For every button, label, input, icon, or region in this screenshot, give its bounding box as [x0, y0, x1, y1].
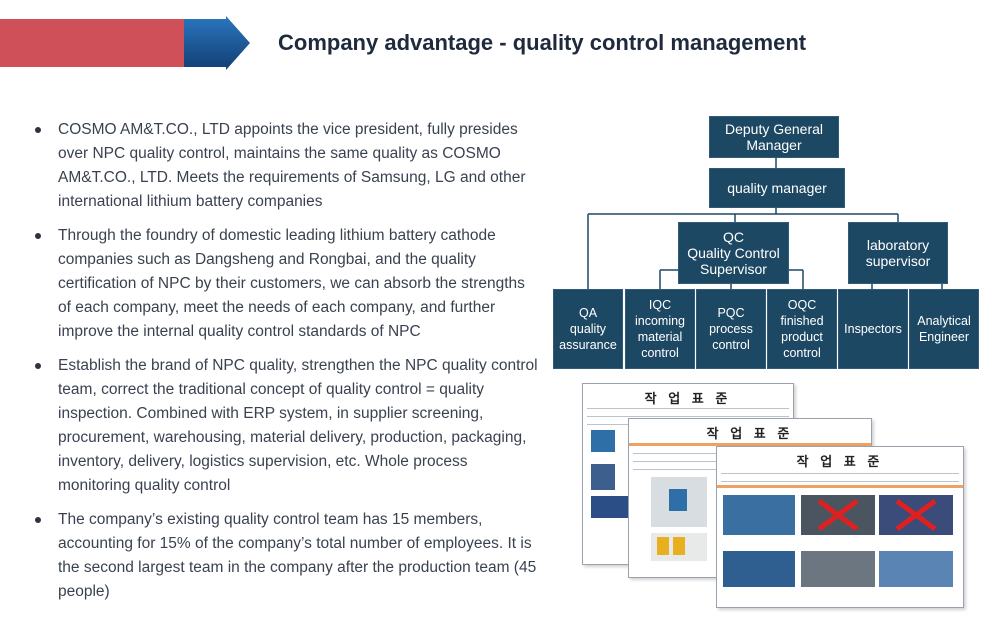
- bullet-dot-icon: [35, 127, 41, 133]
- org-box-oqc: OQC finished product control: [767, 289, 837, 369]
- org-box-quality-manager: quality manager: [709, 168, 845, 208]
- bullet-text: COSMO AM&T.CO., LTD appoints the vice pr…: [58, 121, 526, 210]
- bullet-dot-icon: [35, 363, 41, 369]
- org-box-qa: QA quality assurance: [553, 289, 623, 369]
- bullet-item: Establish the brand of NPC quality, stre…: [33, 354, 541, 498]
- header-arrow-icon: [184, 16, 250, 70]
- bullet-text: The company’s existing quality control t…: [58, 511, 537, 600]
- bullet-item: COSMO AM&T.CO., LTD appoints the vice pr…: [33, 118, 541, 214]
- bullet-item: Through the foundry of domestic leading …: [33, 224, 541, 344]
- org-box-pqc: PQC process control: [696, 289, 766, 369]
- org-box-analytical-engineer: Analytical Engineer: [909, 289, 979, 369]
- header-accent-bar: [0, 19, 186, 67]
- work-standard-document: 작 업 표 준: [716, 446, 964, 608]
- org-box-deputy-general-manager: Deputy General Manager: [709, 116, 839, 158]
- org-box-qc-supervisor: QC Quality Control Supervisor: [678, 222, 789, 284]
- bullet-text: Establish the brand of NPC quality, stre…: [58, 357, 538, 494]
- bullet-list: COSMO AM&T.CO., LTD appoints the vice pr…: [33, 118, 541, 614]
- bullet-text: Through the foundry of domestic leading …: [58, 227, 525, 340]
- cross-mark-icon: [817, 498, 859, 532]
- org-box-iqc: IQC incoming material control: [625, 289, 695, 369]
- org-box-inspectors: Inspectors: [838, 289, 908, 369]
- bullet-item: The company’s existing quality control t…: [33, 508, 541, 604]
- org-box-laboratory-supervisor: laboratory supervisor: [848, 222, 948, 284]
- bullet-dot-icon: [35, 233, 41, 239]
- cross-mark-icon: [895, 498, 937, 532]
- page-title: Company advantage - quality control mana…: [278, 30, 807, 55]
- bullet-dot-icon: [35, 517, 41, 523]
